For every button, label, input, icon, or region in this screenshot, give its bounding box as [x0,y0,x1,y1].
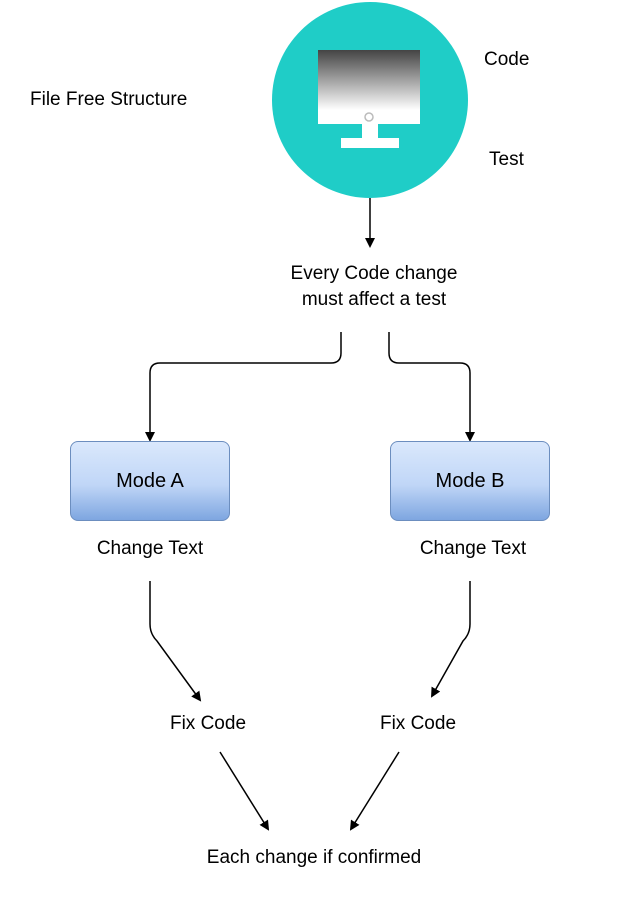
change-text-a-label: Change Text [96,538,204,559]
arrow-to-fix-code-a [149,581,202,702]
arrow-fix-b-to-final [349,751,400,831]
arrow-to-fix-code-b [431,581,471,698]
mode-b-box: Mode B [390,441,550,521]
structure-label: File Free Structure [30,89,188,110]
mode-a-box: Mode A [70,441,230,521]
fix-code-b-label: Fix Code [379,713,457,734]
mode-a-label: Mode A [116,469,184,492]
desktop-monitor-icon [318,50,420,148]
test-label: Test [489,149,524,170]
change-text-b-label: Change Text [419,538,527,559]
fix-code-a-label: Fix Code [169,713,247,734]
arrow-to-mode-a [145,332,342,442]
every-code-change-line-2: must affect a test [301,289,447,310]
each-change-label: Each change if confirmed [206,847,422,868]
arrow-fix-a-to-final [219,751,270,831]
arrow-to-mode-b [388,332,475,442]
mode-b-label: Mode B [435,469,505,492]
every-code-change-line-1: Every Code change [290,263,458,284]
code-label: Code [484,49,530,70]
